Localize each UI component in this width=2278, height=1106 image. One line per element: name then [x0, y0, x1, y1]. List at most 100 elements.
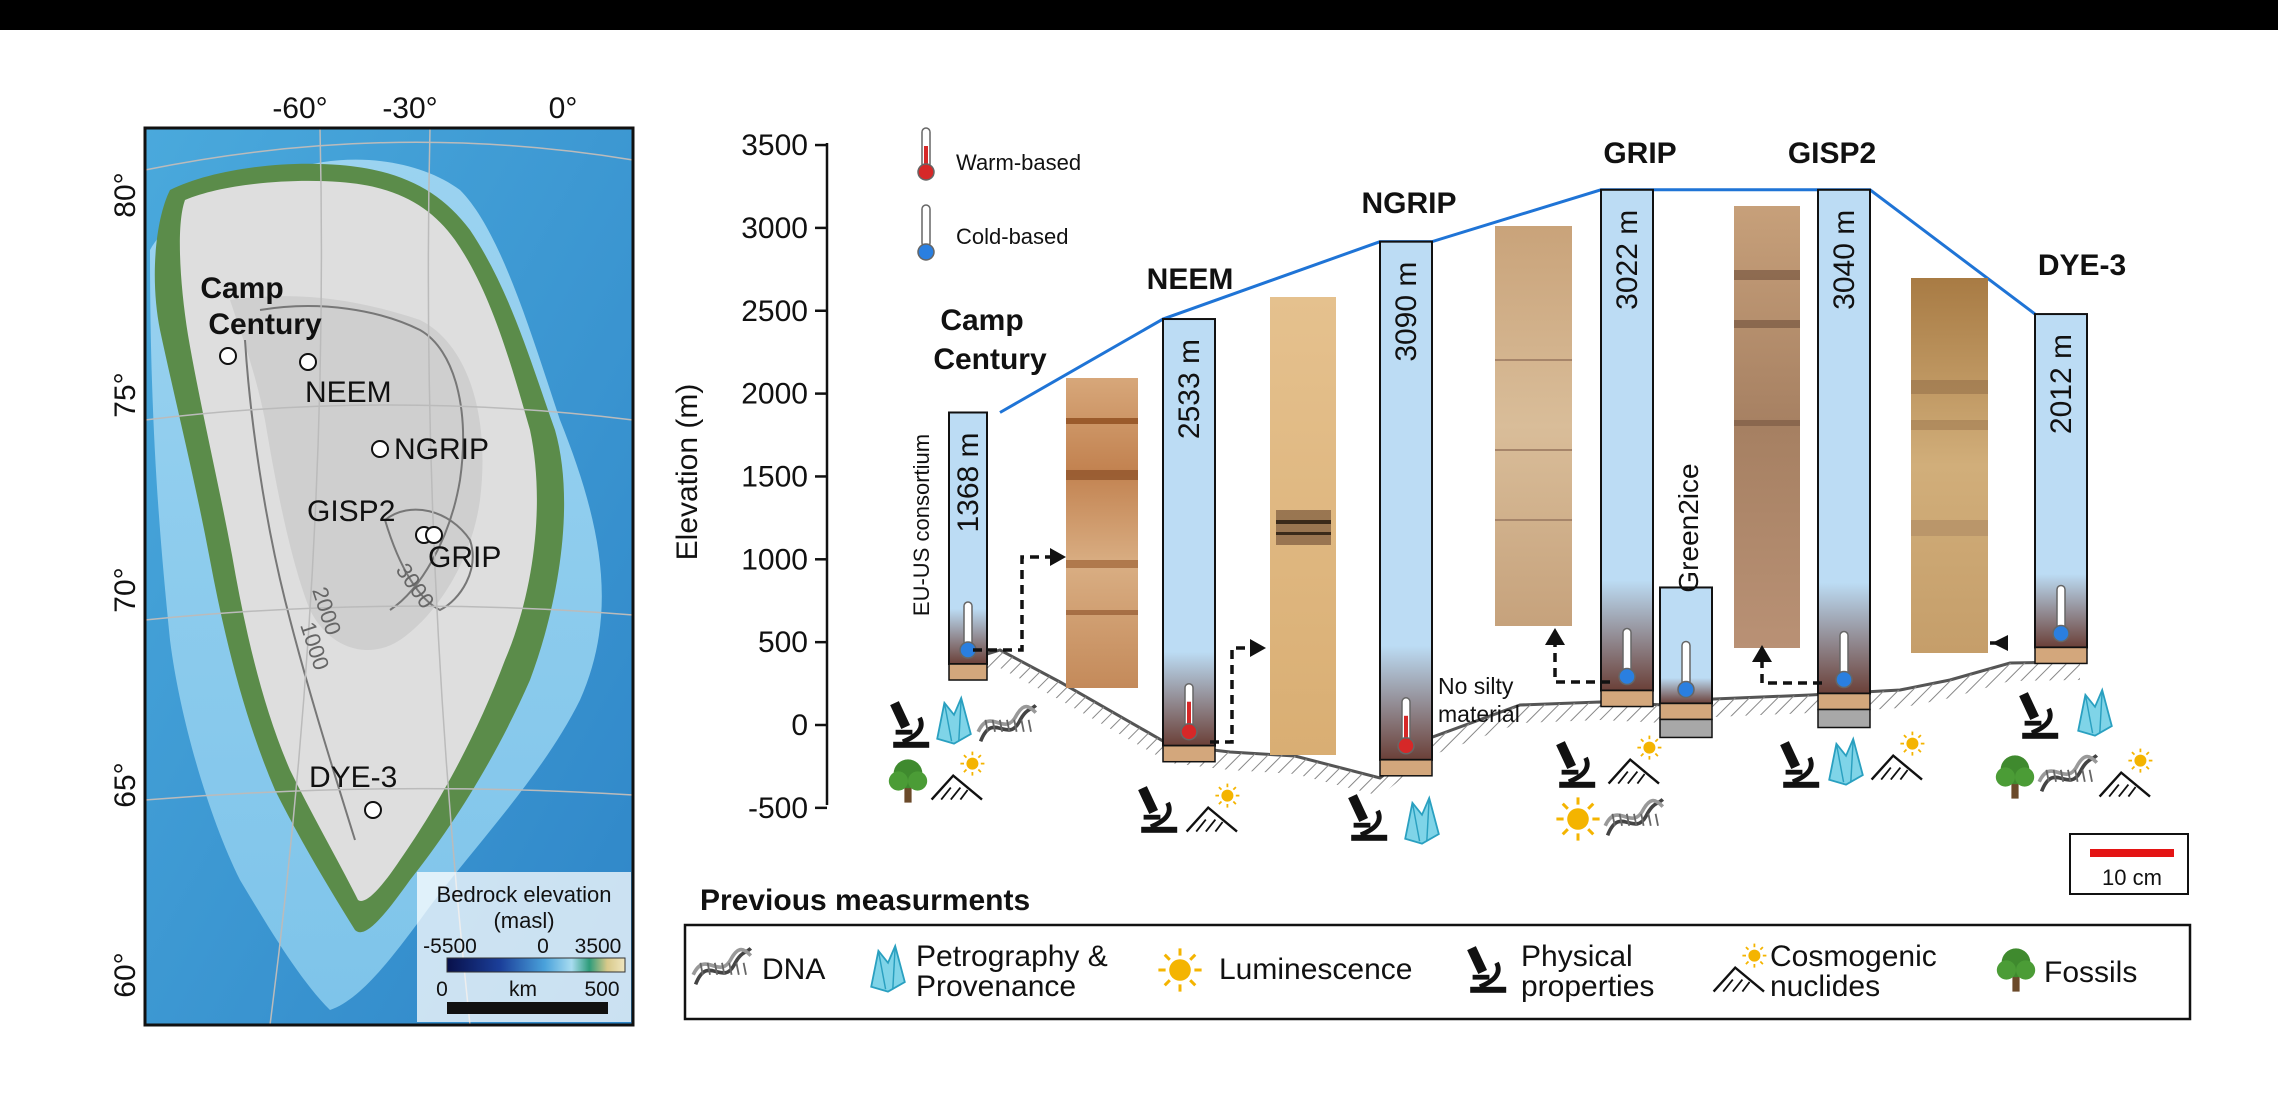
legend-label-luminescence: Luminescence — [1219, 953, 1412, 986]
sediment-layer — [1162, 744, 1216, 763]
lon-label: 0° — [549, 92, 578, 125]
lat-label: 80° — [109, 172, 142, 217]
ngrip-note: No silty — [1438, 673, 1514, 699]
legend-label-petrography: Petrography & — [916, 940, 1108, 973]
sediment-layer — [1600, 689, 1654, 708]
crystal-icon — [1404, 795, 1440, 845]
tree-icon — [1995, 755, 2035, 799]
scale-end: 500 — [584, 978, 619, 1001]
contour-line-3000 — [383, 508, 474, 612]
depth-label-neem: 2533 m — [1173, 339, 1206, 439]
site-label-camp-century: Camp — [940, 304, 1023, 337]
legend-box — [683, 923, 2192, 1021]
dna-icon — [691, 947, 753, 986]
sun-icon — [1158, 948, 1202, 992]
site-marker-dye3 — [364, 801, 382, 819]
y-tick-label: 1000 — [741, 543, 808, 576]
dna-icon — [1603, 798, 1665, 837]
sediment-layer — [1817, 692, 1871, 711]
cold-based-label: Cold-based — [956, 224, 1069, 249]
column-ngrip: 3090 m — [1379, 240, 1433, 777]
core-photo-grip — [1734, 206, 1800, 648]
sediment-layer — [948, 663, 988, 681]
legend-title: Previous measurments — [700, 884, 1030, 917]
core-photo-camp-century — [1066, 378, 1138, 688]
bedrock-layer — [1659, 718, 1713, 739]
legend-label-petrography: Provenance — [916, 970, 1076, 1003]
y-tick-label: 2000 — [741, 378, 808, 411]
bedrock-legend-min: -5500 — [423, 935, 477, 958]
y-axis-label: Elevation (m) — [671, 384, 704, 561]
lat-label: 65° — [109, 762, 142, 807]
legend-label-dna: DNA — [762, 953, 825, 986]
thermometer-bulb — [1618, 667, 1636, 686]
site-label-ngrip: NGRIP — [1361, 187, 1456, 220]
microscope-icon — [1556, 741, 1596, 788]
cosmogenic-icon — [1185, 783, 1240, 833]
map-frame — [143, 126, 635, 1027]
site-label-gisp2: GISP2 — [1788, 137, 1876, 170]
microscope-icon — [1467, 946, 1507, 993]
crystal-icon — [936, 695, 972, 745]
ice-column-grip — [1600, 188, 1654, 692]
map-site-label-gisp2: GISP2 — [307, 495, 395, 528]
depth-label-gisp2: 3040 m — [1828, 210, 1861, 310]
core-photo-neem — [1270, 297, 1336, 755]
lat-label: 70° — [109, 567, 142, 612]
legend-label-fossils: Fossils — [2044, 956, 2137, 989]
thermometer-icon — [2056, 584, 2066, 631]
core-photo-ngrip — [1495, 226, 1572, 626]
thermometer-icon — [1681, 640, 1691, 687]
thermometer-key-cold: Cold-based — [917, 204, 1069, 261]
column-dye3: 2012 m — [2034, 313, 2088, 665]
map-site-label-dye3: DYE-3 — [309, 761, 397, 794]
cosmogenic-icon — [2098, 748, 2153, 798]
y-tick-label: 500 — [758, 626, 808, 659]
map-site-label-grip: GRIP — [428, 541, 501, 574]
y-tick-label: 0 — [791, 709, 808, 742]
contour-line-2000 — [259, 305, 465, 611]
map-site-label-camp-century: Century — [208, 308, 322, 341]
sun-icon — [1556, 797, 1600, 841]
column-camp-century: 1368 m — [948, 411, 988, 681]
site-label-dye3: DYE-3 — [2038, 249, 2126, 282]
bedrock-hatching — [952, 650, 2080, 796]
dna-icon — [976, 704, 1038, 743]
legend-label-physical: Physical — [1521, 940, 1633, 973]
cosmogenic-icon — [1712, 943, 1767, 993]
microscope-icon — [890, 701, 930, 748]
measurements-legend: Previous measurments DNA Petrography & P… — [683, 884, 2192, 1021]
map-scale-bar — [447, 1002, 608, 1014]
crystal-icon — [2077, 687, 2113, 737]
microscope-icon — [1780, 741, 1820, 788]
site-marker-grip — [425, 526, 443, 544]
greenland-map: -60° -30° 0° 80° 75° 70° 65° 60° 1000 20… — [109, 92, 635, 1027]
site-marker-camp-century — [219, 347, 237, 365]
site-label-neem: NEEM — [1147, 263, 1234, 296]
ngrip-note: material — [1438, 701, 1520, 727]
sediment-layer — [1659, 702, 1713, 721]
lon-label: -30° — [382, 92, 437, 125]
arrow-heads — [1050, 548, 2008, 662]
cosmogenic-icon — [1870, 731, 1925, 781]
bedrock-legend-mid: 0 — [537, 935, 549, 958]
microscope-icon — [1348, 794, 1388, 841]
ice-interior — [230, 296, 483, 650]
y-tick-label: 3500 — [741, 129, 808, 162]
site-columns: 1368 m 2533 m 3090 m 3022 m 3040 m 2012 m — [948, 188, 2088, 777]
thermometer-icon — [963, 601, 973, 647]
y-tick-label: 3000 — [741, 212, 808, 245]
warm-based-label: Warm-based — [956, 150, 1081, 175]
column-green2ice — [1659, 586, 1713, 739]
thermometer-icon — [1622, 627, 1632, 674]
bedrock-legend-unit: (masl) — [493, 908, 554, 933]
top-black-bar — [0, 0, 2278, 30]
site-marker-neem — [299, 353, 317, 371]
site-measurement-icons — [888, 687, 2153, 845]
site-label-camp-century: Century — [933, 343, 1047, 376]
core-photo-dye3 — [1911, 278, 1988, 653]
depth-label-grip: 3022 m — [1611, 210, 1644, 310]
